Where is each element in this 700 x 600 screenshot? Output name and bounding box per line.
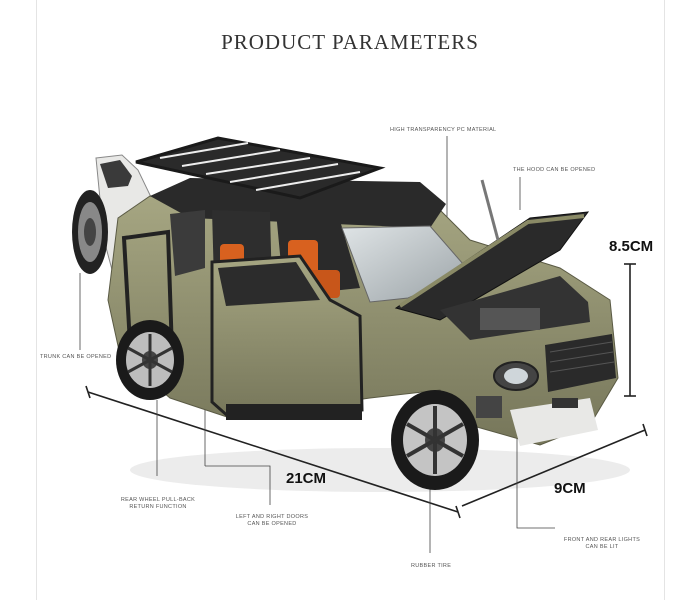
dimension-lines <box>85 263 648 519</box>
label-pullback-line1: REAR WHEEL PULL-BACK <box>120 497 196 503</box>
rear-wheel <box>116 320 184 400</box>
height-dimension: 8.5CM <box>609 238 654 255</box>
front-wheel <box>391 390 479 490</box>
label-doors: LEFT AND RIGHT DOORS CAN BE OPENED <box>226 514 318 528</box>
frame-right-line <box>664 0 665 600</box>
width-line <box>461 429 646 507</box>
length-line <box>87 391 459 513</box>
label-pc-material: HIGH TRANSPARENCY PC MATERIAL <box>390 127 497 133</box>
frame-left-line <box>36 0 37 600</box>
ground-shadow <box>130 448 630 492</box>
label-trunk: TRUNK CAN BE OPENED <box>40 354 112 360</box>
open-doors <box>121 229 364 420</box>
label-pullback: REAR WHEEL PULL-BACK RETURN FUNCTION <box>112 497 204 511</box>
width-dimension: 9CM <box>554 480 586 497</box>
label-pullback-line2: RETURN FUNCTION <box>129 504 187 511</box>
label-doors-line2: CAN BE OPENED <box>247 521 297 528</box>
label-lights: FRONT AND REAR LIGHTS CAN BE LIT <box>552 537 652 551</box>
label-lights-line2: CAN BE LIT <box>585 544 619 551</box>
length-dimension: 21CM <box>286 470 327 487</box>
open-hood <box>394 179 590 340</box>
label-lights-line1: FRONT AND REAR LIGHTS <box>563 537 641 543</box>
roof-rack <box>135 136 386 200</box>
label-doors-line1: LEFT AND RIGHT DOORS <box>235 514 309 520</box>
page-title: PRODUCT PARAMETERS <box>221 30 479 54</box>
label-tire: RUBBER TIRE <box>411 563 452 569</box>
label-hood: THE HOOD CAN BE OPENED <box>513 167 596 173</box>
front-end <box>476 334 616 446</box>
